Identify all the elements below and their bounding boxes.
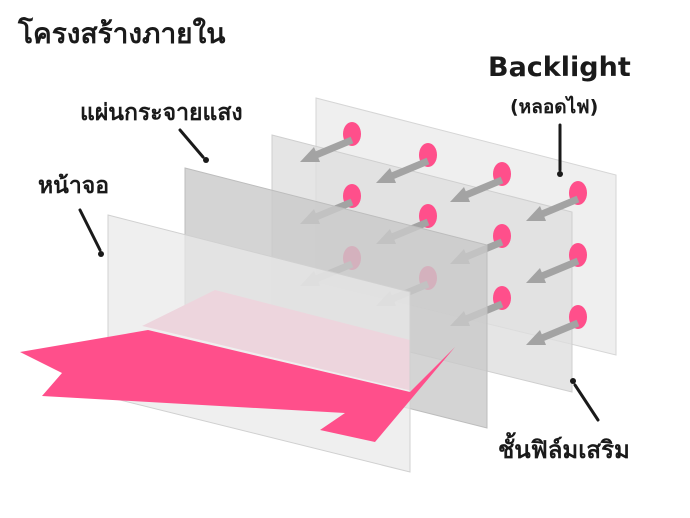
leader-lines bbox=[78, 123, 600, 422]
screen-leader-line bbox=[78, 208, 102, 252]
light-arrow bbox=[450, 176, 504, 202]
light-arrow bbox=[526, 257, 580, 283]
light-arrow bbox=[300, 136, 354, 162]
film-leader-dot bbox=[570, 378, 576, 384]
output-light-arrow bbox=[20, 330, 455, 442]
screen-label: หน้าจอ bbox=[38, 173, 110, 199]
page-title: โครงสร้างภายใน bbox=[18, 17, 226, 50]
backlight-leader-dot bbox=[557, 171, 563, 177]
film-label: ชั้นฟิล์มเสริม bbox=[498, 436, 630, 464]
diffuser-leader-dot bbox=[203, 157, 209, 163]
light-arrow bbox=[526, 319, 580, 345]
backlight-label: Backlight bbox=[488, 52, 631, 83]
film-leader-line bbox=[573, 383, 600, 422]
light-arrow bbox=[376, 157, 430, 183]
backlight-sublabel: (หลอดไฟ) bbox=[510, 96, 599, 118]
diffuser-leader-line bbox=[178, 128, 205, 159]
screen-leader-dot bbox=[98, 251, 104, 257]
diffuser-label: แผ่นกระจายแสง bbox=[80, 100, 243, 126]
light-arrow bbox=[526, 195, 580, 221]
